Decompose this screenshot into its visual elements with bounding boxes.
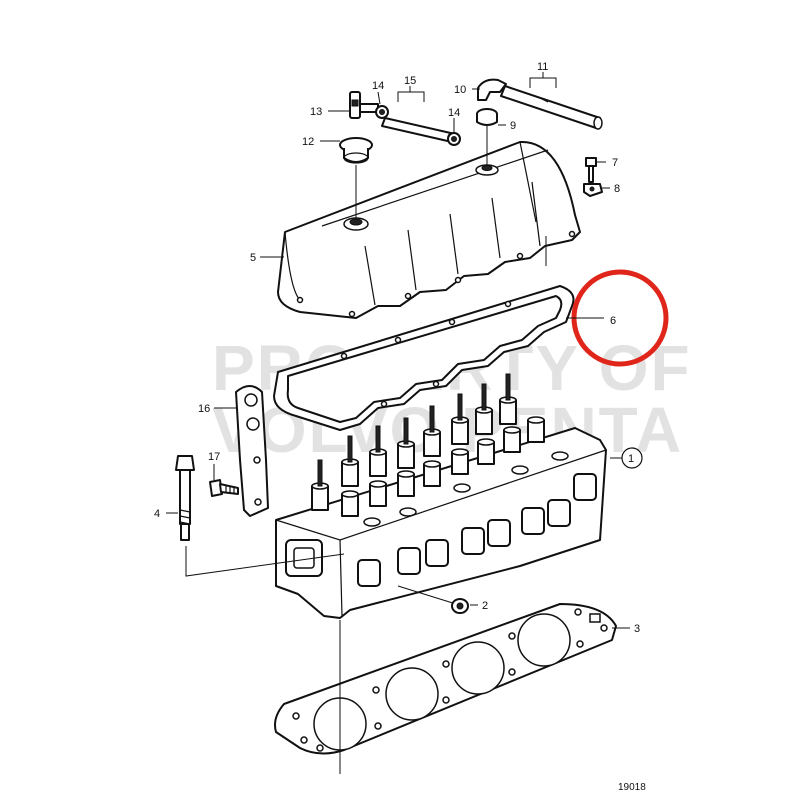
callout-8: 8 [614, 183, 620, 195]
plug [397, 585, 469, 614]
callout-9: 9 [510, 120, 516, 132]
callout-10: 10 [454, 84, 466, 96]
hose-clamp-14-left [375, 105, 389, 119]
oil-filler-cap [339, 137, 373, 218]
lifting-eye [235, 385, 269, 517]
callout-14-left: 14 [372, 80, 384, 92]
figure-number: 19018 [618, 782, 646, 793]
callout-12: 12 [302, 136, 314, 148]
cylinder-head-bolt [175, 455, 195, 541]
elbow-fitting [477, 78, 507, 101]
callout-11: 11 [537, 61, 548, 73]
callout-1: 1 [628, 453, 634, 465]
callout-labels: 1 2 3 4 5 6 7 8 9 10 11 12 13 14 15 14 1… [154, 61, 643, 635]
callout-2: 2 [482, 600, 488, 612]
callout-16: 16 [198, 403, 210, 415]
valve-cover [277, 140, 581, 319]
callout-4: 4 [154, 508, 160, 520]
callout-7: 7 [612, 157, 618, 169]
exhaust-ports [357, 473, 597, 587]
callout-6: 6 [610, 315, 616, 327]
callout-5: 5 [250, 252, 256, 264]
head-gasket [274, 603, 617, 755]
callout-15: 15 [404, 75, 416, 87]
hose-clamp-14-right [447, 132, 461, 146]
breather-hose-11 [500, 85, 603, 130]
callout-13: 13 [310, 106, 322, 118]
stud-17 [209, 479, 239, 497]
screw-7 [585, 157, 597, 183]
washer-bracket-8 [545, 183, 603, 266]
leader-lines [166, 72, 630, 629]
cylinder-head [275, 427, 607, 619]
callout-1-circle [621, 447, 643, 469]
callout-3: 3 [634, 623, 640, 635]
callout-14-right: 14 [448, 107, 460, 119]
breather-connector [349, 91, 379, 119]
breather-hose-15 [381, 117, 457, 144]
callout-17: 17 [208, 451, 220, 463]
grommet [476, 108, 498, 166]
valve-cover-gasket [273, 285, 575, 431]
top-deck-bosses [363, 451, 569, 527]
rocker-studs [311, 373, 545, 517]
